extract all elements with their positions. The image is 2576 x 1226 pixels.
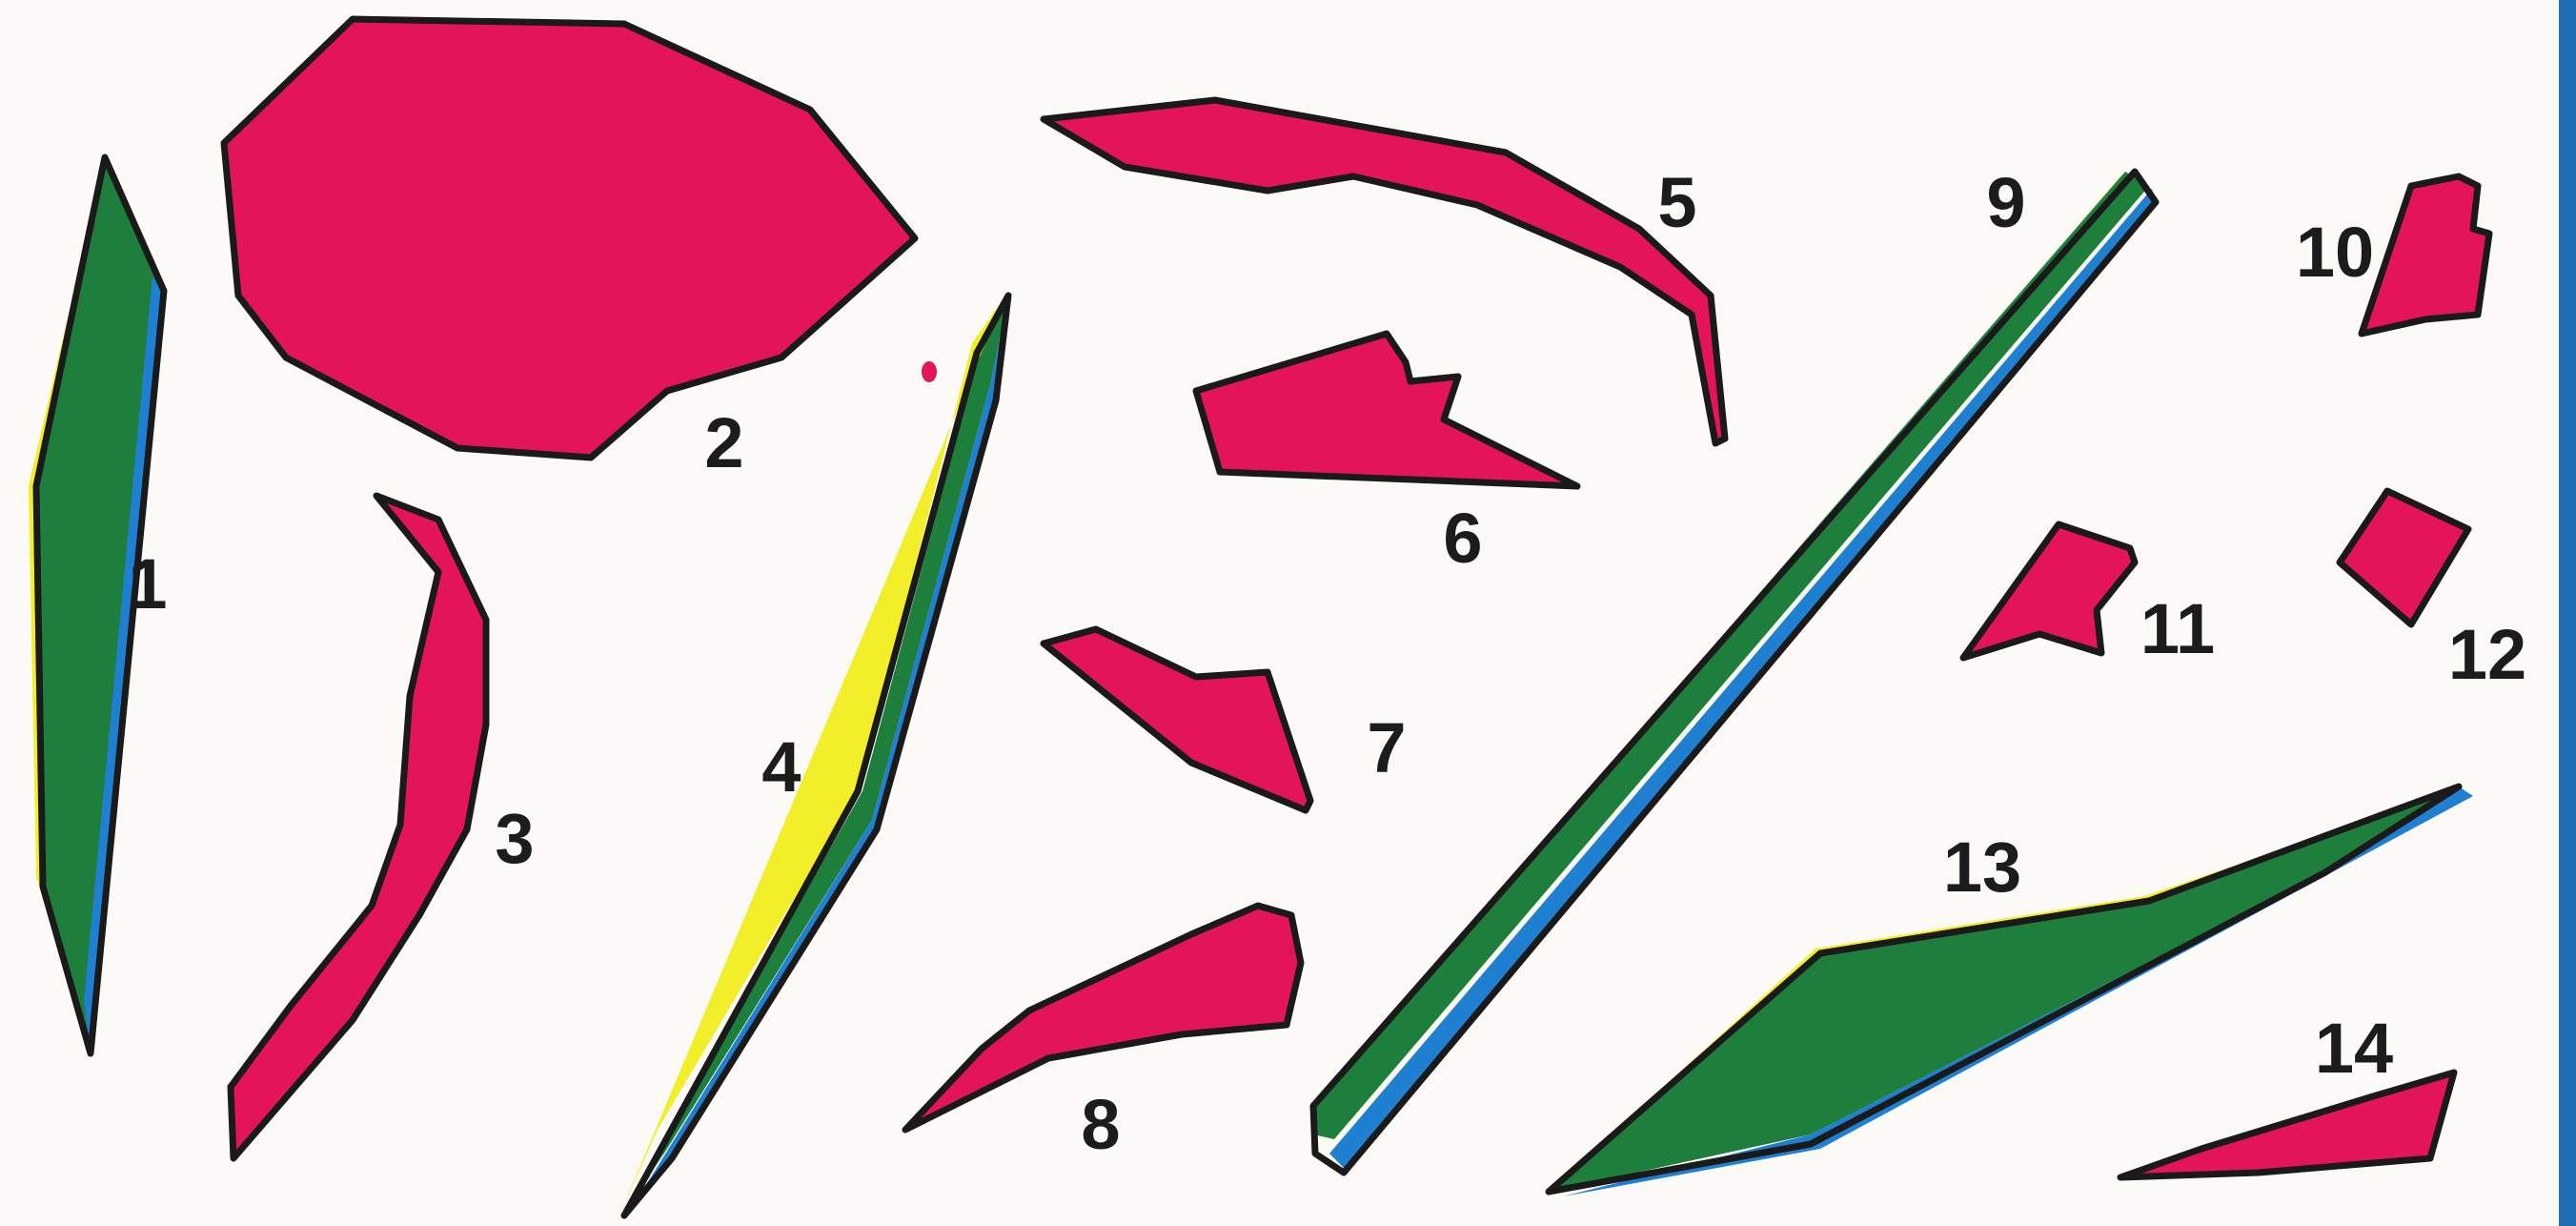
right-border <box>2559 0 2576 1226</box>
piece-12 <box>2340 491 2468 624</box>
label-14: 14 <box>2315 1009 2393 1088</box>
label-5: 5 <box>1657 163 1696 242</box>
label-11: 11 <box>2140 589 2215 668</box>
piece-6-body <box>1196 334 1577 486</box>
piece-10 <box>2362 176 2489 334</box>
label-3: 3 <box>495 799 534 878</box>
piece-7-body <box>1044 629 1310 810</box>
label-8: 8 <box>1081 1085 1120 1164</box>
piece-6 <box>1196 334 1577 486</box>
piece-3-body <box>231 496 486 1158</box>
pink-dot <box>922 361 937 382</box>
label-10: 10 <box>2296 213 2374 292</box>
label-4: 4 <box>761 727 801 807</box>
piece-10-body <box>2362 176 2489 334</box>
piece-14 <box>2120 1073 2454 1177</box>
piece-3 <box>231 496 486 1158</box>
label-7: 7 <box>1367 708 1406 787</box>
label-12: 12 <box>2448 615 2526 694</box>
label-1: 1 <box>128 544 167 623</box>
piece-12-body <box>2340 491 2468 624</box>
piece-11 <box>1963 524 2135 658</box>
label-9: 9 <box>1986 163 2025 242</box>
piece-2-body <box>224 19 915 458</box>
piece-4-yellow-edge <box>619 296 1005 1216</box>
label-13: 13 <box>1943 828 2021 907</box>
piece-2 <box>224 19 915 458</box>
label-2: 2 <box>704 403 743 482</box>
piece-7 <box>1044 629 1310 810</box>
piece-11-body <box>1963 524 2135 658</box>
label-6: 6 <box>1443 499 1482 578</box>
piece-14-body <box>2120 1073 2454 1177</box>
